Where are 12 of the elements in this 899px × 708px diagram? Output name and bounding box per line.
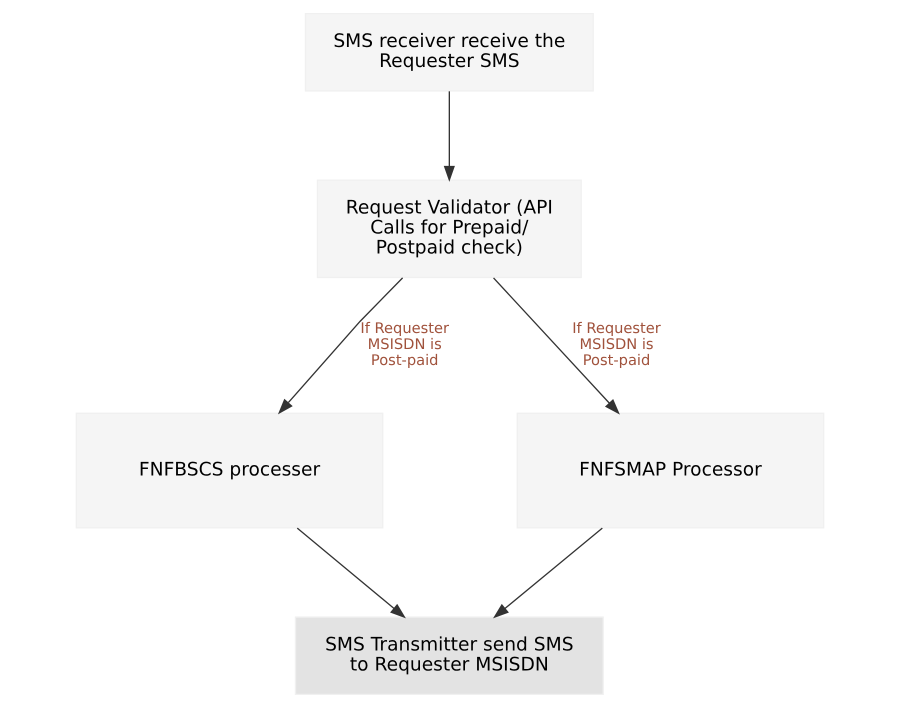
node-box: Request Validator (API Calls for Prepaid/ Postpaid check) [316,180,582,278]
arrow [443,91,454,182]
arrow [492,277,620,415]
node-box: FNFBSCS processer [75,412,383,528]
edge-label: If Requester MSISDN is Post-paid [360,320,449,370]
arrow [277,277,403,414]
node-box: SMS receiver receive the Requester SMS [304,12,594,92]
node-box: SMS Transmitter send SMS to Requester MSISDN [294,616,604,696]
arrow [296,528,406,618]
edge-label: If Requester MSISDN is Post-paid [572,320,660,370]
node-box: FNFSMAP Processor [516,412,824,528]
arrow [492,528,602,618]
